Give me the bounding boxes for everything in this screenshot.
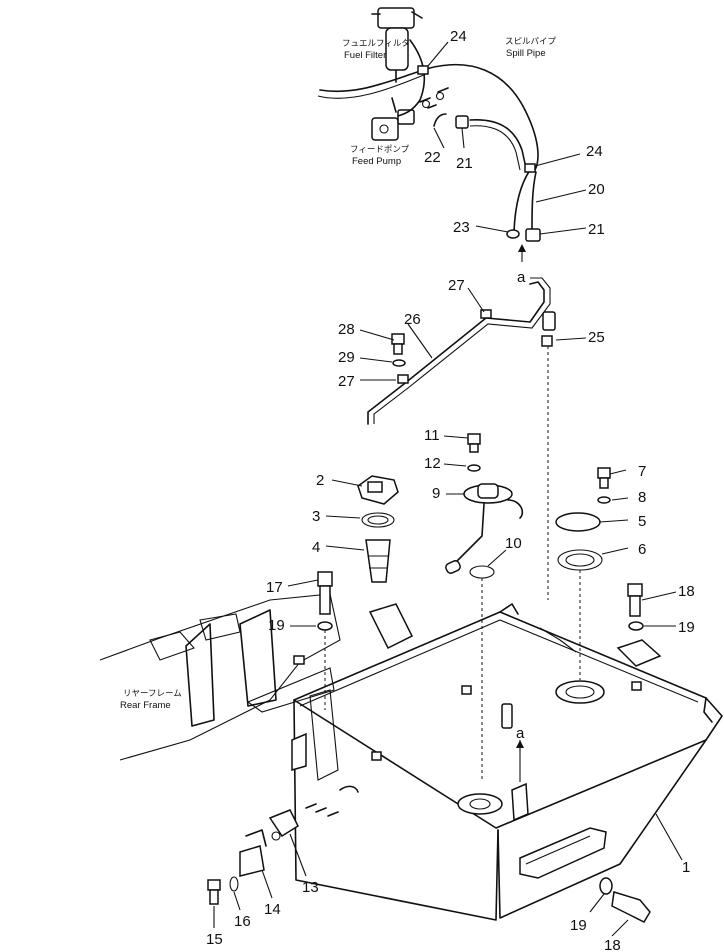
return-tube (367, 277, 556, 425)
callout-18-bottom: 18 (604, 937, 621, 952)
callout-18-right: 18 (678, 583, 695, 600)
spill-pipe-label-jp: スピルパイプ (505, 37, 557, 47)
callout-1: 1 (682, 859, 690, 876)
callout-5: 5 (638, 513, 646, 530)
callout-29: 29 (338, 349, 355, 366)
callout-15: 15 (206, 931, 223, 948)
callout-6: 6 (638, 541, 646, 558)
callout-19-bottom: 19 (570, 917, 587, 934)
callout-13: 13 (302, 879, 319, 896)
callout-27-top: 27 (448, 277, 465, 294)
callout-23: 23 (453, 219, 470, 236)
callout-10: 10 (505, 535, 522, 552)
fuel-filter (371, 7, 423, 83)
rear-frame (99, 593, 341, 761)
feed-pump-label: Feed Pump (352, 156, 401, 167)
fuel-filter-label: Fuel Filter (344, 50, 386, 61)
fuel-tank (291, 603, 723, 921)
ref-a-bottom: a (516, 725, 525, 742)
callout-3: 3 (312, 508, 320, 525)
spill-pipe-label: Spill Pipe (506, 48, 546, 59)
callout-7: 7 (638, 463, 646, 480)
callout-14: 14 (264, 901, 281, 918)
feed-pump (371, 109, 415, 141)
callout-19-right: 19 (678, 619, 695, 636)
callout-12: 12 (424, 455, 441, 472)
callout-2: 2 (316, 472, 324, 489)
feed-pump-label-jp: フィードポンプ (350, 145, 410, 155)
callout-25: 25 (588, 329, 605, 346)
callout-20: 20 (588, 181, 605, 198)
callout-16: 16 (234, 913, 251, 930)
callout-17: 17 (266, 579, 283, 596)
callout-24-top: 24 (450, 28, 467, 45)
fuel-filter-label-jp: フュエルフィルタ (342, 39, 410, 49)
callout-26: 26 (404, 311, 421, 328)
rear-frame-label-jp: リヤーフレーム (123, 689, 182, 699)
callout-4: 4 (312, 539, 320, 556)
callout-22: 22 (424, 149, 441, 166)
callout-9: 9 (432, 485, 440, 502)
callout-11: 11 (424, 427, 440, 444)
ref-a-top: a (517, 269, 526, 286)
callout-8: 8 (638, 489, 646, 506)
rear-frame-label: Rear Frame (120, 700, 171, 711)
callout-28: 28 (338, 321, 355, 338)
callout-27-lower: 27 (338, 373, 355, 390)
callout-21-top: 21 (456, 155, 473, 172)
callout-19-left: 19 (268, 617, 285, 634)
callout-21-lower: 21 (588, 221, 605, 238)
callout-24-lower: 24 (586, 143, 603, 160)
